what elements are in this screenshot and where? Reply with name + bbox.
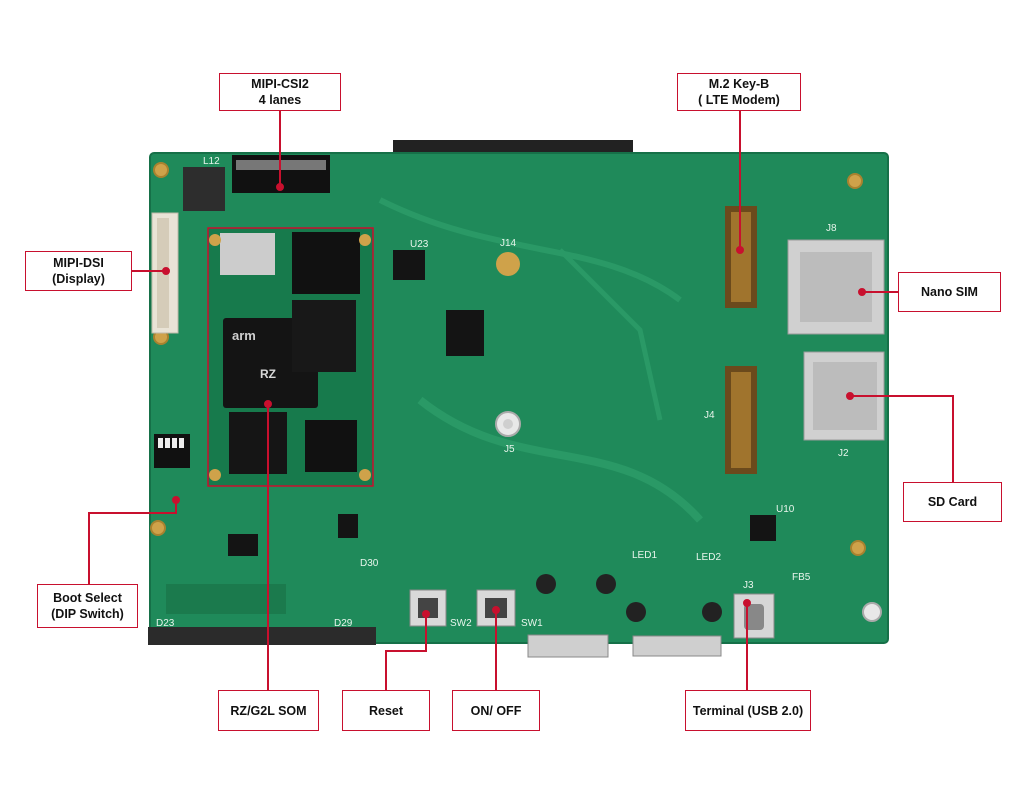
chip-usb-bridge [750, 515, 776, 541]
som-module [207, 227, 374, 487]
silk-j4: J4 [704, 410, 715, 421]
ring-2 [596, 574, 616, 594]
dip-switch [154, 434, 190, 468]
silk-led1: LED1 [632, 550, 657, 561]
silk-led2: LED2 [696, 552, 721, 563]
usb-c-port [733, 593, 775, 639]
m2-slot [725, 206, 757, 308]
som-rz-logo: RZ [260, 367, 276, 381]
chip-center [446, 310, 484, 356]
callout-mipi-dsi: MIPI-DSI (Display) [25, 251, 132, 291]
silk-d23: D23 [156, 618, 175, 629]
chip-u23 [393, 250, 425, 280]
battery-ring [536, 574, 556, 594]
chip-oc2 [338, 514, 358, 538]
reset-button [409, 589, 447, 627]
antenna-j14 [496, 252, 520, 276]
pin-header [166, 584, 286, 614]
callout-reset: Reset [342, 690, 430, 731]
ring-4 [702, 602, 722, 622]
silk-j3: J3 [743, 580, 754, 591]
callout-on-off: ON/ OFF [452, 690, 540, 731]
silk-d29: D29 [334, 618, 353, 629]
callout-lines [88, 109, 954, 690]
chip-left-small [228, 534, 258, 556]
silk-j2: J2 [838, 448, 849, 459]
callout-mipi-csi2: MIPI-CSI2 4 lanes [219, 73, 341, 111]
callout-boot-select: Boot Select (DIP Switch) [37, 584, 138, 628]
silk-u10: U10 [776, 504, 795, 515]
silk-sw1: SW1 [521, 618, 543, 629]
inductor-l12 [183, 167, 225, 211]
sim-slot [787, 239, 885, 335]
bottom-connector-2 [632, 635, 722, 657]
callout-rz-g2l-som: RZ/G2L SOM [218, 690, 319, 731]
silk-d30: D30 [360, 558, 379, 569]
ring-3 [626, 602, 646, 622]
callout-m2-key-b: M.2 Key-B ( LTE Modem) [677, 73, 801, 111]
bottom-connector-1 [527, 634, 609, 658]
silk-l12: L12 [203, 156, 220, 167]
silk-j14: J14 [500, 238, 517, 249]
silk-sw2: SW2 [450, 618, 472, 629]
silk-fb5: FB5 [792, 572, 811, 583]
callout-terminal-usb: Terminal (USB 2.0) [685, 690, 811, 731]
silk-j5: J5 [504, 444, 515, 455]
callout-sd-card: SD Card [903, 482, 1002, 522]
som-arm-logo: arm [232, 328, 256, 343]
callout-nano-sim: Nano SIM [898, 272, 1001, 312]
m2-slot-lower [725, 366, 757, 474]
silk-u23: U23 [410, 239, 429, 250]
silk-j8: J8 [826, 223, 837, 234]
